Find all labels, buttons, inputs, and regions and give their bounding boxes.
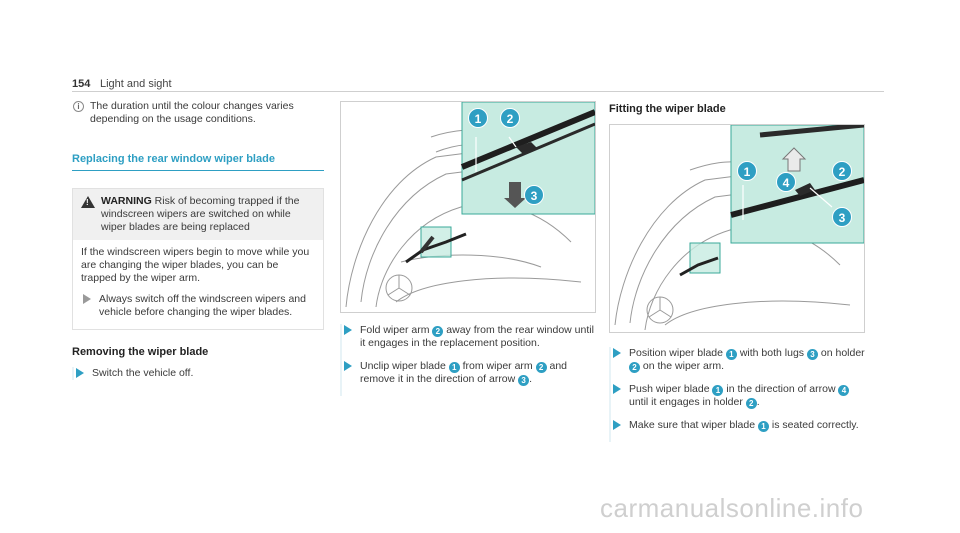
- step-arrow-icon: [613, 420, 621, 430]
- step-arrow-icon: [344, 361, 352, 371]
- warning-box: WARNING Risk of becoming trapped if the …: [72, 188, 324, 330]
- callout-3: 3: [832, 207, 852, 227]
- step-arrow-icon: [76, 368, 84, 378]
- heading-fitting: Fitting the wiper blade: [609, 103, 726, 115]
- fitting-steps: Position wiper blade 1 with both lugs 3 …: [609, 347, 865, 442]
- section-heading-replacing: Replacing the rear window wiper blade: [72, 153, 324, 171]
- warning-step: Always switch off the windscreen wipers …: [81, 293, 315, 319]
- step-arrow-icon: [613, 348, 621, 358]
- step-unclip-blade: Unclip wiper blade 1 from wiper arm 2 an…: [342, 360, 596, 386]
- page-number: 154: [72, 78, 91, 90]
- info-icon: i: [73, 101, 84, 112]
- step-check-seated: Make sure that wiper blade 1 is seated c…: [611, 419, 865, 432]
- info-note-text: The duration until the colour changes va…: [90, 100, 294, 125]
- info-note: i The duration until the colour changes …: [72, 100, 324, 126]
- callout-num: 1: [712, 385, 724, 396]
- heading-removing: Removing the wiper blade: [72, 346, 209, 358]
- callout-num: 1: [725, 349, 737, 360]
- page-header: 154 Light and sight: [72, 78, 884, 92]
- figure-removing: 1 2 3: [340, 101, 596, 313]
- step-switch-off: Switch the vehicle off.: [74, 367, 324, 380]
- callout-num: 1: [448, 362, 460, 373]
- removing-steps-1: Switch the vehicle off.: [72, 367, 324, 380]
- callout-num: 2: [432, 326, 444, 337]
- callout-num: 2: [629, 362, 640, 373]
- rear-window-fitting-illustration: [614, 125, 864, 331]
- warning-body: If the windscreen wipers begin to move w…: [73, 240, 323, 329]
- warning-header: WARNING Risk of becoming trapped if the …: [73, 189, 323, 240]
- removing-steps-2: Fold wiper arm 2 away from the rear wind…: [340, 324, 596, 396]
- callout-num: 4: [838, 385, 850, 396]
- warning-body-text: If the windscreen wipers begin to move w…: [81, 246, 310, 284]
- watermark: carmanualsonline.info: [600, 493, 864, 523]
- callout-2: 2: [832, 161, 852, 181]
- step-position-blade: Position wiper blade 1 with both lugs 3 …: [611, 347, 865, 373]
- callout-num: 2: [745, 398, 757, 409]
- callout-num: 3: [806, 349, 818, 360]
- callout-3: 3: [524, 185, 544, 205]
- callout-1: 1: [737, 161, 757, 181]
- section-title: Light and sight: [100, 78, 172, 90]
- left-column: i The duration until the colour changes …: [72, 100, 324, 390]
- callout-1: 1: [468, 108, 488, 128]
- warning-triangle-icon: [81, 196, 95, 208]
- rear-window-illustration: [345, 102, 595, 308]
- callout-num: 2: [535, 362, 547, 373]
- warning-title: WARNING: [101, 195, 152, 207]
- callout-num: 3: [518, 375, 530, 386]
- callout-num: 1: [758, 421, 769, 432]
- figure-fitting: 1 4 2 3: [609, 124, 865, 333]
- callout-4: 4: [776, 172, 796, 192]
- step-arrow-icon: [83, 294, 91, 304]
- step-arrow-icon: [613, 384, 621, 394]
- step-text: Switch the vehicle off.: [92, 367, 194, 379]
- warning-headline: Risk of becoming trapped if the windscre…: [101, 195, 300, 233]
- step-arrow-icon: [344, 325, 352, 335]
- step-push-blade: Push wiper blade 1 in the direction of a…: [611, 383, 865, 409]
- callout-2: 2: [500, 108, 520, 128]
- warning-step-text: Always switch off the windscreen wipers …: [99, 293, 306, 318]
- step-fold-arm: Fold wiper arm 2 away from the rear wind…: [342, 324, 596, 350]
